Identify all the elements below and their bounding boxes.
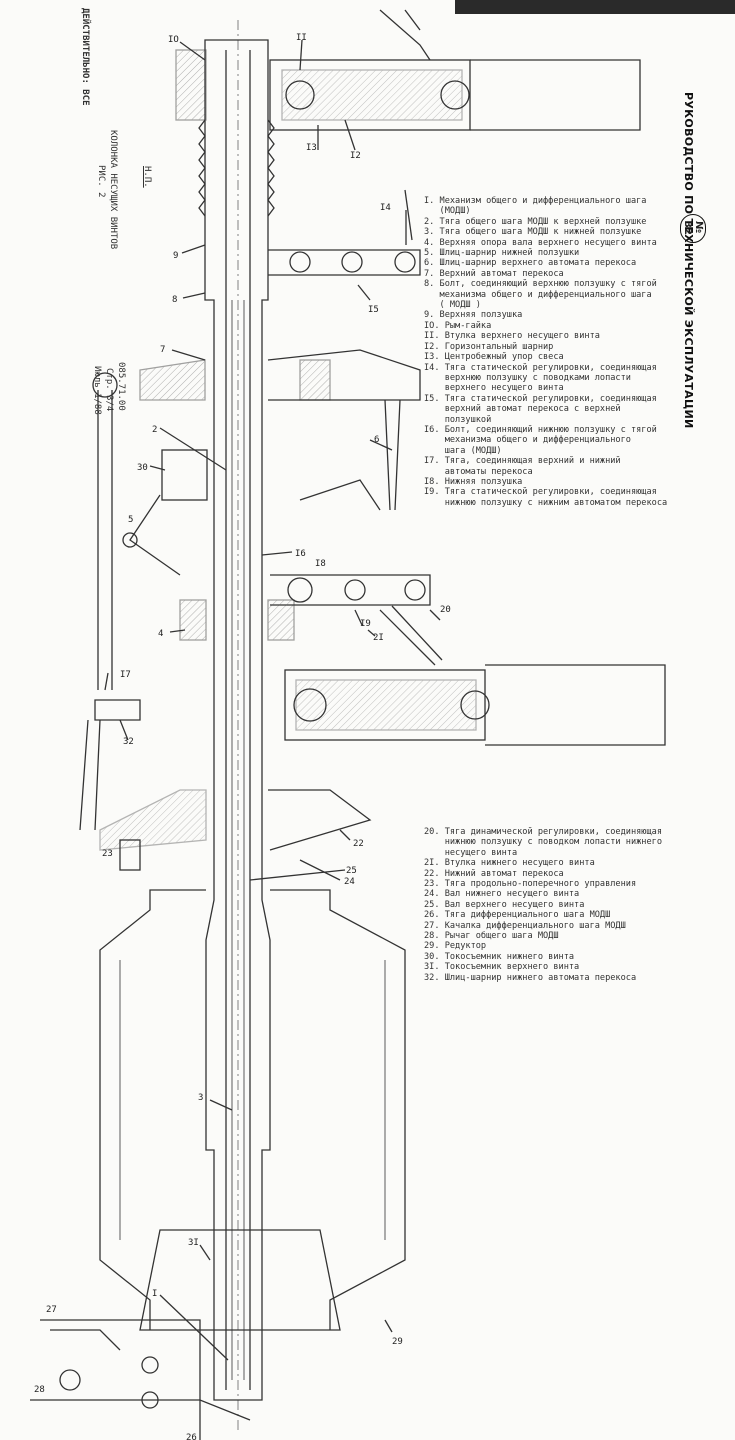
callout-7: 7 (160, 345, 165, 355)
legend-item: I9. Тяга статической регулировки, соедин… (424, 487, 657, 498)
callout-6: 6 (374, 435, 379, 445)
legend-item: I6. Болт, соединяющий нижнюю ползушку с … (424, 424, 657, 435)
legend-item: I. Механизм общего и дифференциального ш… (424, 196, 647, 206)
legend-item: 2. Тяга общего шага МОДШ к верхней ползу… (424, 216, 647, 227)
callout-13: I3 (306, 143, 317, 153)
callout-21: 2I (373, 633, 384, 643)
callout-25: 25 (346, 866, 357, 876)
callout-14: I4 (380, 203, 391, 213)
callout-24: 24 (344, 877, 355, 887)
legend-item: нижнюю ползушку с поводком лопасти нижне… (424, 837, 662, 848)
callout-23: 23 (102, 849, 113, 859)
callout-4: 4 (158, 629, 163, 639)
legend-item: 25. Вал верхнего несущего винта (424, 899, 585, 910)
legend-item: ( МОДШ ) (424, 300, 481, 311)
callout-22: 22 (353, 839, 364, 849)
legend-item: 5. Шлиц-шарнир нижней ползушки (424, 248, 580, 259)
legend-item: 32. Шлиц-шарнир нижнего автомата перекос… (424, 972, 637, 983)
legend-item: верхнюю ползушку с поводками лопасти (424, 372, 631, 383)
legend-item: автоматы перекоса (424, 466, 533, 477)
legend-item: ползушкой (424, 414, 492, 425)
callout-31: 3I (188, 1238, 199, 1248)
callout-8: 8 (172, 295, 177, 305)
legend-item: (МОДШ) (424, 206, 471, 217)
callout-16: I6 (295, 549, 306, 559)
callout-18: I8 (315, 559, 326, 569)
legend-item: I2. Горизонтальный шарнир (424, 341, 554, 352)
callout-5: 5 (128, 515, 133, 525)
legend-item: 30. Токосъемник нижнего винта (424, 951, 575, 962)
legend-item: механизма общего и дифференциального (424, 435, 631, 446)
callout-12: I2 (350, 151, 361, 161)
legend-item: IO. Рым-гайка (424, 320, 492, 331)
legend-item: 2I. Втулка нижнего несущего винта (424, 858, 595, 869)
callout-3: 3 (198, 1093, 203, 1103)
callout-2: 2 (152, 425, 157, 435)
legend-item: II. Втулка верхнего несущего винта (424, 331, 600, 342)
legend-item: верхнего несущего винта (424, 383, 564, 394)
legend-bottom: 20. Тяга динамической регулировки, соеди… (424, 827, 662, 983)
legend-item: 6. Шлиц-шарнир верхнего автомата перекос… (424, 258, 637, 269)
legend-item: несущего винта (424, 847, 518, 858)
callout-20: 20 (440, 605, 451, 615)
callout-11: II (296, 33, 307, 43)
legend-item: 28. Рычаг общего шага МОДШ (424, 931, 559, 942)
callout-15: I5 (368, 305, 379, 315)
callout-1: I (152, 1289, 157, 1299)
legend-item: 20. Тяга динамической регулировки, соеди… (424, 827, 662, 837)
legend-item: 3. Тяга общего шага МОДШ к нижней ползуш… (424, 227, 642, 238)
callout-10: IO (168, 35, 179, 45)
callout-9: 9 (173, 251, 178, 261)
callout-19: I9 (360, 619, 371, 629)
legend-item: I4. Тяга статической регулировки, соедин… (424, 362, 657, 373)
legend-item: 3I. Токосъемник верхнего винта (424, 962, 580, 973)
callout-17: I7 (120, 670, 131, 680)
legend-item: нижнюю ползушку с нижним автоматом перек… (424, 497, 668, 508)
legend-item: 24. Вал нижнего несущего винта (424, 889, 580, 900)
legend-item: I3. Центробежный упор свеса (424, 352, 564, 363)
callout-labels: IO II I2 I3 I4 I5 9 8 7 6 2 30 5 I6 I8 2… (34, 33, 451, 1440)
legend-item: 29. Редуктор (424, 941, 487, 952)
legend-item: 4. Верхняя опора вала верхнего несущего … (424, 237, 657, 248)
legend-item: I8. Нижняя ползушка (424, 476, 523, 487)
callout-26: 26 (186, 1433, 197, 1440)
legend-item: механизма общего и дифференциального шаг… (424, 289, 652, 300)
legend-item: I7. Тяга, соединяющая верхний и нижний (424, 456, 621, 467)
legend-item: 27. Качалка дифференциального шага МОДШ (424, 920, 626, 931)
callout-27: 27 (46, 1305, 57, 1315)
callout-29: 29 (392, 1337, 403, 1347)
legend-item: шага (МОДШ) (424, 445, 502, 456)
callout-32: 32 (123, 737, 134, 747)
legend-item: 9. Верхняя ползушка (424, 310, 523, 321)
scan-edge-strip (455, 0, 735, 14)
legend-item: 23. Тяга продольно-поперечного управлени… (424, 879, 637, 890)
legend-item: 7. Верхний автомат перекоса (424, 268, 564, 279)
callout-28: 28 (34, 1385, 45, 1395)
callout-30: 30 (137, 463, 148, 473)
legend-item: I5. Тяга статической регулировки, соедин… (424, 393, 657, 404)
legend-top: I. Механизм общего и дифференциального ш… (424, 196, 667, 508)
legend-item: 26. Тяга дифференциального шага МОДШ (424, 910, 611, 921)
legend-item: верхний автомат перекоса с верхней (424, 404, 621, 415)
legend-item: 8. Болт, соединяющий верхнюю ползушку с … (424, 279, 657, 290)
legend-item: 22. Нижний автомат перекоса (424, 868, 564, 879)
